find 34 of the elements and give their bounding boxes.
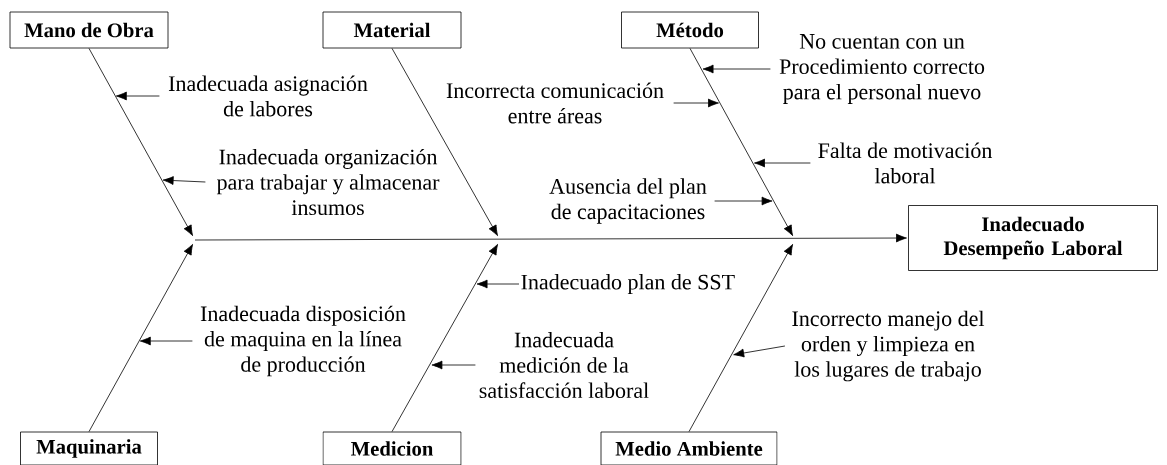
cause-text: Incorrecta comunicación entre áreas xyxy=(446,82,664,124)
cause-text: Falta de motivación laboral xyxy=(818,142,993,184)
spine-arrow xyxy=(194,233,907,243)
bone-arrow xyxy=(688,244,793,432)
cause-arrow xyxy=(162,176,206,185)
cause-arrow xyxy=(431,360,476,370)
cause-arrow xyxy=(139,336,193,346)
cause-text: Inadecuada disposición de maquina en la línea de producción xyxy=(200,305,406,377)
bone-arrow xyxy=(88,244,193,432)
cause-arrow xyxy=(673,98,719,108)
category-box: Maquinaria xyxy=(20,431,158,465)
cause-text: No cuentan con un Procedimiento correcto para el personal nuevo xyxy=(779,34,985,104)
cause-arrow xyxy=(754,158,811,168)
cause-arrow xyxy=(115,91,160,101)
category-box: Medio Ambiente xyxy=(600,431,778,465)
cause-text: Inadecuado plan de SST xyxy=(521,274,735,294)
cause-text: Ausencia del plan de capacitaciones xyxy=(549,178,707,224)
effect-box: Inadecuado Desempeño Laboral xyxy=(908,205,1158,271)
cause-text: Incorrecto manejo del orden y limpieza en los lugares de trabajo xyxy=(792,310,985,382)
cause-text: Inadecuada medición de la satisfacción laboral xyxy=(479,331,649,399)
cause-arrow xyxy=(714,196,773,206)
category-box: Método xyxy=(621,11,759,49)
bone-arrow xyxy=(391,48,498,236)
cause-arrow xyxy=(702,64,771,74)
category-box: Mano de Obra xyxy=(9,11,169,49)
cause-arrow xyxy=(733,345,786,358)
bone-arrow xyxy=(689,48,793,236)
bone-arrow xyxy=(88,48,193,236)
bone-arrow xyxy=(391,244,498,432)
cause-arrow xyxy=(476,279,520,289)
cause-text: Inadecuada asignación de labores xyxy=(168,75,368,117)
category-box: Medicion xyxy=(322,431,462,465)
category-box: Material xyxy=(322,11,462,49)
cause-text: Inadecuada organización para trabajar y almacenar insumos xyxy=(216,148,440,216)
